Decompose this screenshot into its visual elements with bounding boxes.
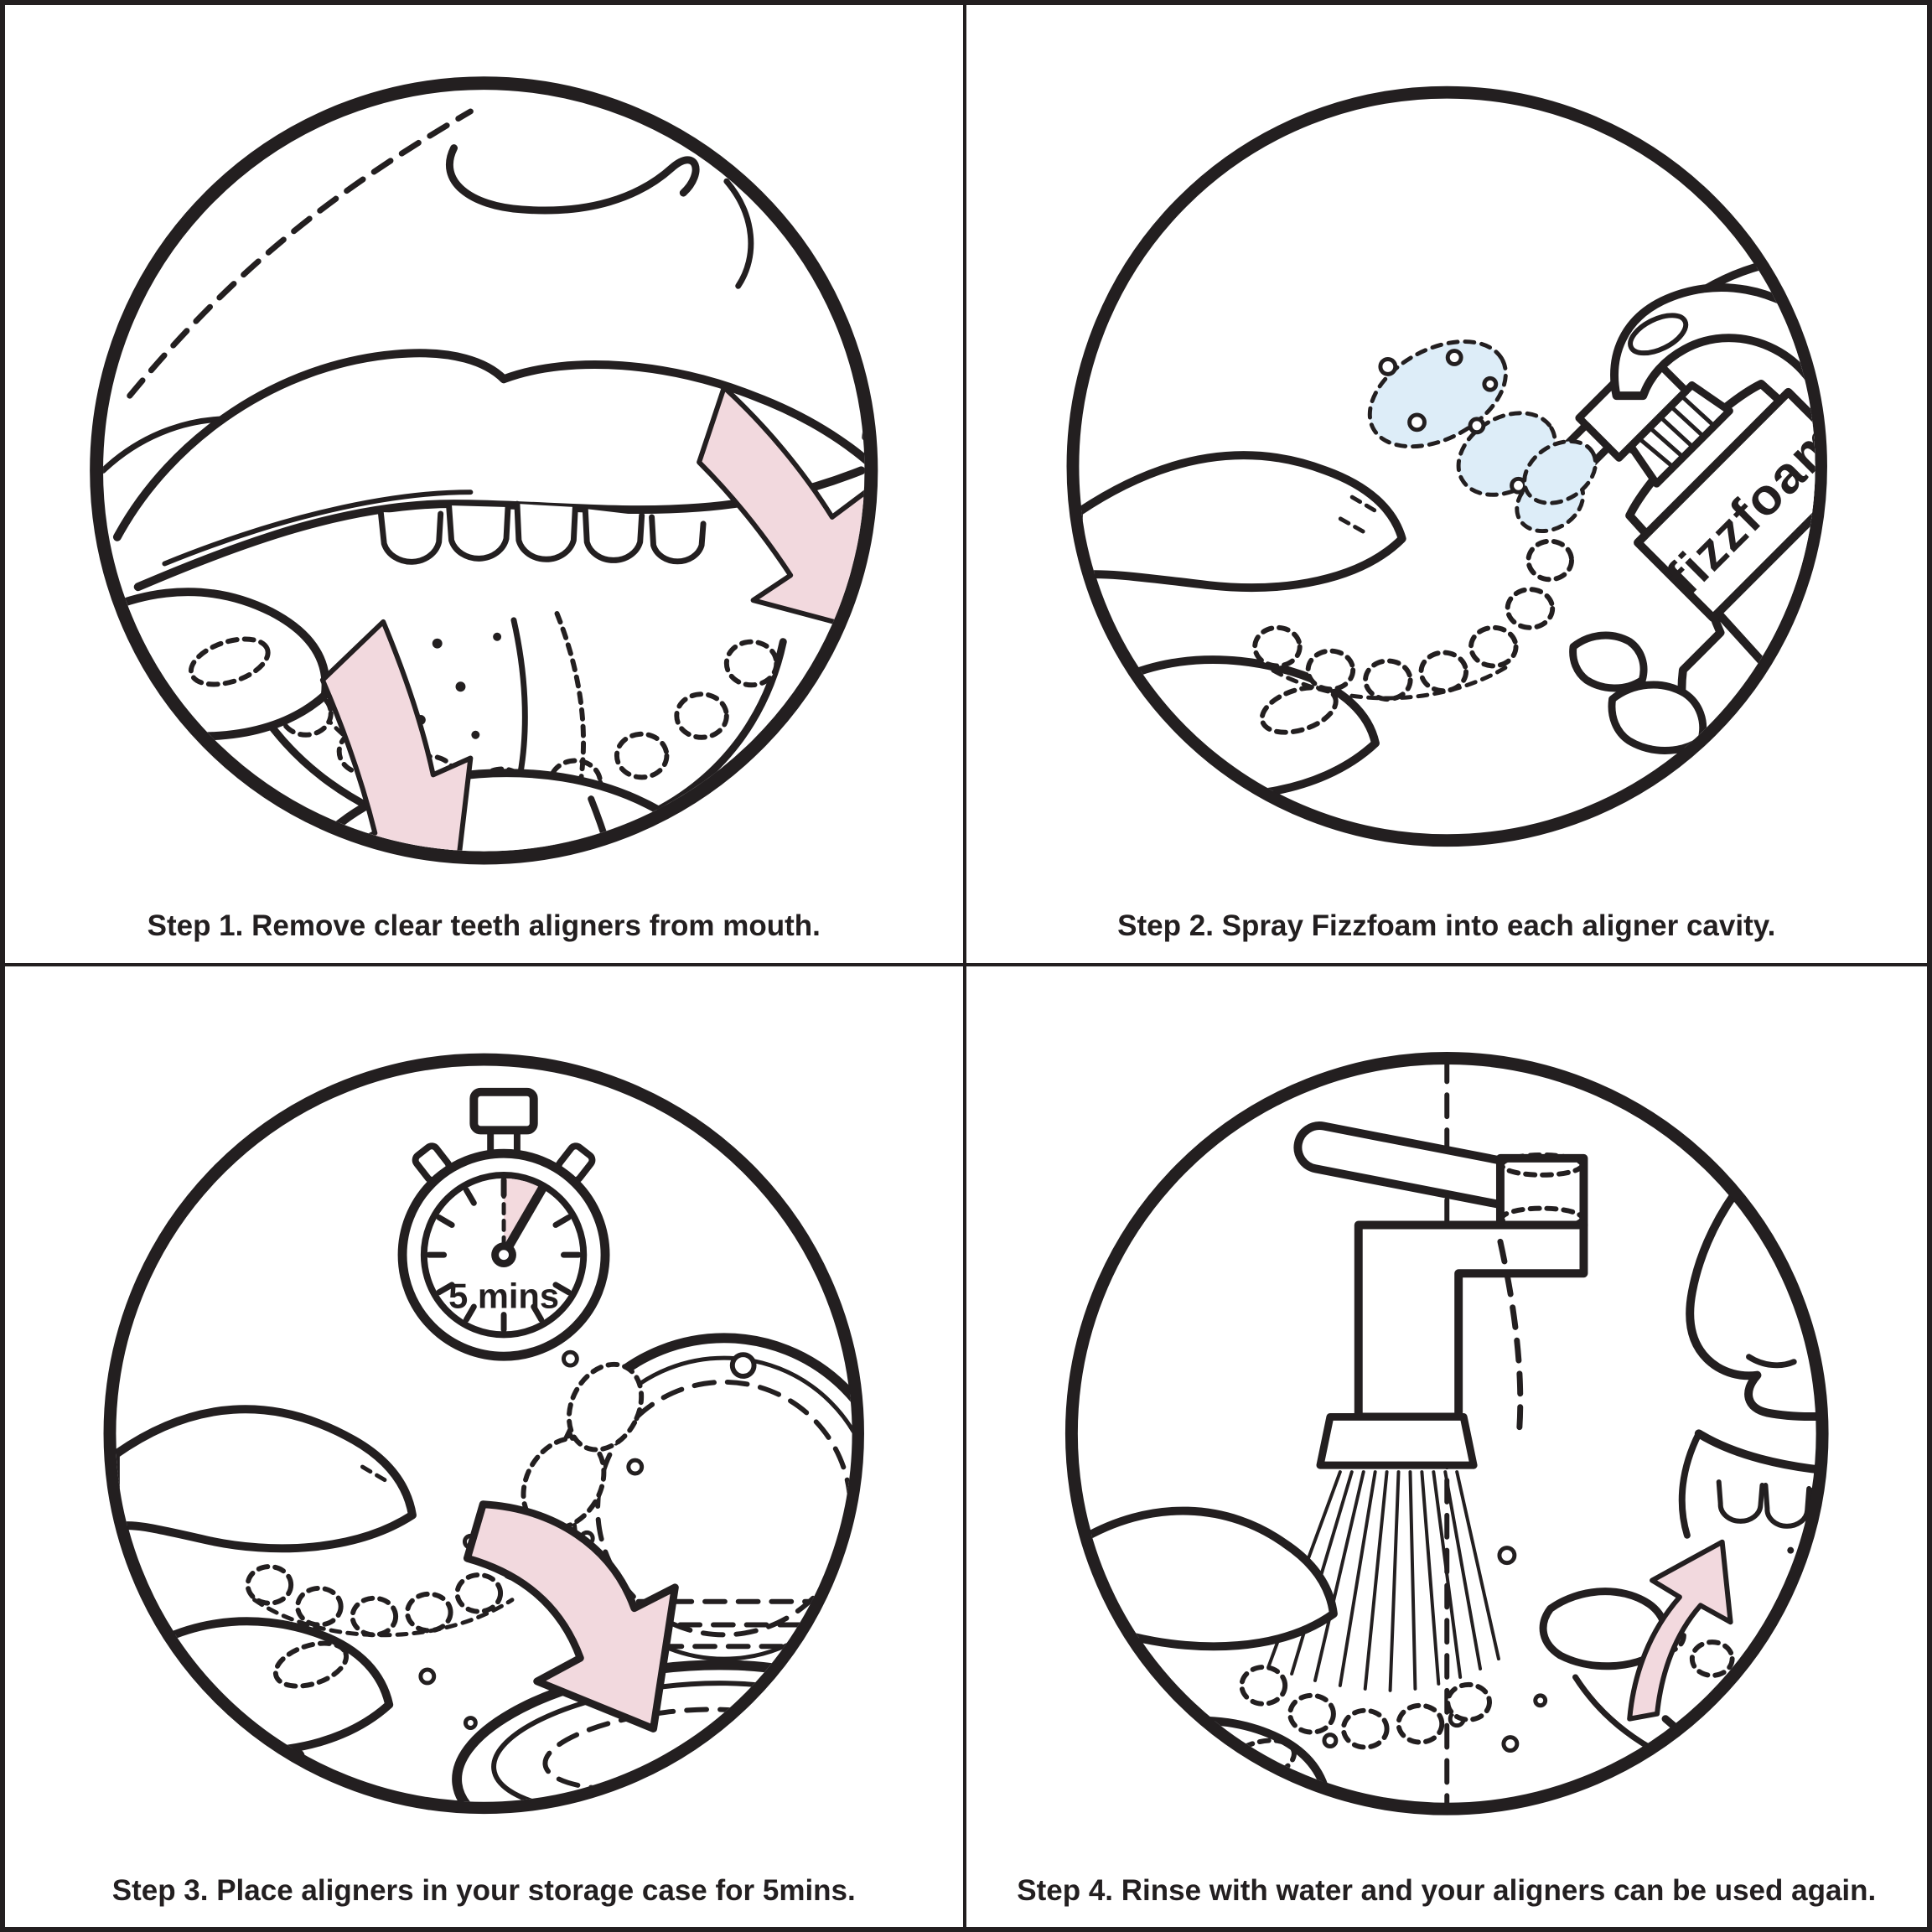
case-hinge <box>876 1709 899 1778</box>
insert-arrow-left-icon <box>1626 1539 1733 1722</box>
fingertip <box>1608 681 1707 754</box>
faucet-icon <box>1266 1121 1588 1748</box>
step-1-illustration <box>90 76 878 865</box>
remove-arrow-left-icon <box>319 619 474 852</box>
lid-hole <box>729 1351 757 1379</box>
step-3-illustration: 5 mins <box>103 1053 899 1814</box>
upper-teeth <box>377 500 707 565</box>
upper-teeth <box>1716 1479 1816 1533</box>
stopwatch-hand <box>499 1182 548 1260</box>
faucet-spray-head <box>1315 1412 1478 1469</box>
step-3-panel: 5 mins <box>5 966 966 1927</box>
step-4-caption: Step 4. Rinse with water and your aligne… <box>1017 1873 1877 1907</box>
fizzfoam-bottle: fizzfoam <box>1552 347 1815 744</box>
step-1-panel: Step 1. Remove clear teeth aligners from… <box>5 5 966 966</box>
stopwatch-icon: 5 mins <box>397 1087 610 1361</box>
timer-label: 5 mins <box>448 1276 559 1315</box>
bottle-label-band <box>1633 387 1815 623</box>
step-2-caption: Step 2. Spray Fizzfoam into each aligner… <box>1117 909 1776 942</box>
fingertip <box>1568 631 1647 692</box>
knuckle-creases <box>1805 730 1815 752</box>
step-1-caption: Step 1. Remove clear teeth aligners from… <box>147 909 821 942</box>
step-2-illustration: fizzfoam <box>1066 85 1827 847</box>
step-4-illustration <box>1064 1051 1917 1815</box>
water-droplet <box>1496 1545 1516 1565</box>
step-4-panel: Step 4. Rinse with water and your aligne… <box>966 966 1927 1927</box>
place-arrow-icon <box>463 1500 679 1733</box>
spray-puff <box>1521 439 1598 505</box>
step-3-caption: Step 3. Place aligners in your storage c… <box>111 1873 856 1907</box>
neck-ribs <box>1639 396 1714 468</box>
insert-arrow-right-icon <box>1830 1602 1917 1790</box>
step-2-panel: fizzfoam <box>966 5 1927 966</box>
remove-arrow-right-icon <box>697 385 865 636</box>
dial-ticks <box>426 1176 582 1333</box>
